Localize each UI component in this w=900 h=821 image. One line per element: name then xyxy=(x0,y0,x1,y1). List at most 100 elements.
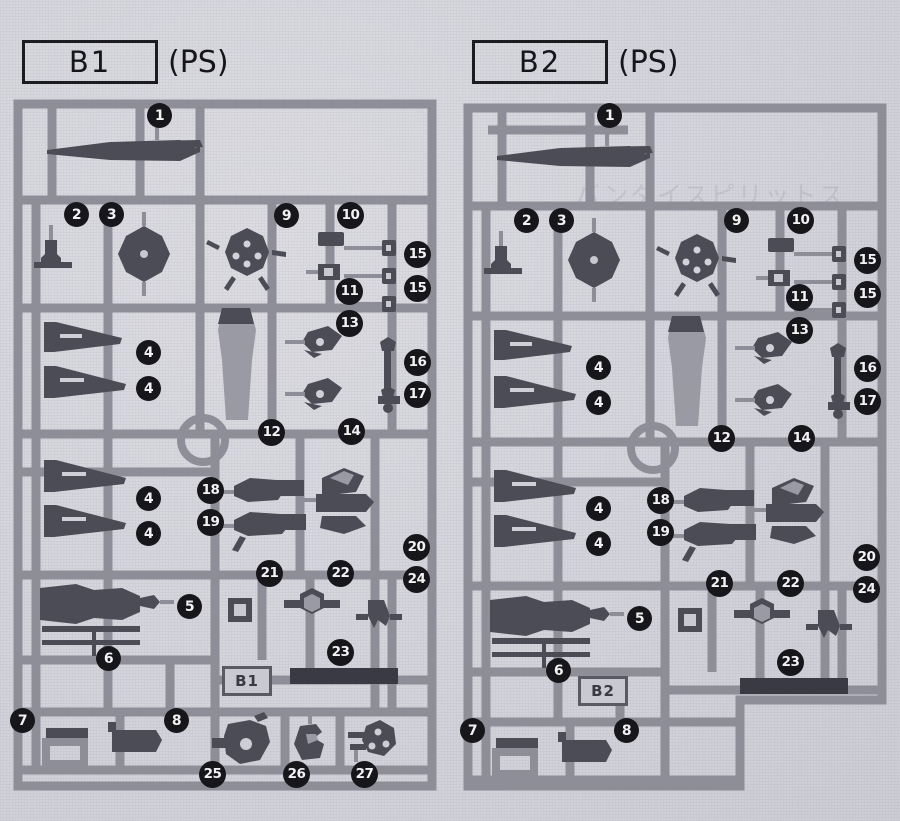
part-15-group xyxy=(832,246,846,318)
part-9-hub xyxy=(225,228,269,276)
runner-material-b2: (PS) xyxy=(618,44,679,80)
part-number-marker-b1-14: 14 xyxy=(338,418,365,445)
part-24-bracket xyxy=(806,610,852,638)
part-number-marker-b1-21: 21 xyxy=(256,560,283,587)
part-number-marker-b1-11: 11 xyxy=(336,278,363,305)
part-number-marker-b1-19: 19 xyxy=(197,509,224,536)
part-number-marker-b1-12: 12 xyxy=(258,419,285,446)
part-number-marker-b2-18: 18 xyxy=(647,487,674,514)
part-19 xyxy=(234,512,292,536)
part-13-claw-a xyxy=(302,326,342,358)
part-number-marker-b1-17: 17 xyxy=(404,381,431,408)
part-25 xyxy=(212,712,270,764)
part-8-block xyxy=(108,722,162,752)
part-number-marker-b1-13: 13 xyxy=(336,310,363,337)
part-number-marker-b2-4: 4 xyxy=(586,496,611,521)
part-ring xyxy=(627,422,679,474)
part-number-marker-b1-16: 16 xyxy=(404,349,431,376)
part-18 xyxy=(234,478,286,502)
part-number-marker-b2-3: 3 xyxy=(549,208,574,233)
part-number-marker-b2-15: 15 xyxy=(854,247,881,274)
part-number-marker-b2-7: 7 xyxy=(460,718,485,743)
part-23-bar xyxy=(290,668,398,684)
part-2 xyxy=(41,240,61,268)
part-number-marker-b2-8: 8 xyxy=(614,718,639,743)
part-3-disc xyxy=(568,232,620,288)
part-number-marker-b1-4: 4 xyxy=(136,376,161,401)
part-number-marker-b2-16: 16 xyxy=(854,355,881,382)
part-18 xyxy=(684,488,736,512)
part-number-marker-b1-22: 22 xyxy=(327,560,354,587)
part-23-bar xyxy=(740,678,848,694)
part-13-claw-a xyxy=(752,332,792,364)
part-15-group xyxy=(382,240,396,312)
runner-header-b2: B2 (PS) xyxy=(472,40,679,84)
part-26 xyxy=(294,714,324,760)
part-number-marker-b1-9: 9 xyxy=(274,203,299,228)
part-22-connector xyxy=(284,588,340,614)
part-19 xyxy=(684,522,742,546)
part-7-block xyxy=(42,728,88,768)
part-number-marker-b2-22: 22 xyxy=(777,570,804,597)
part-12-cone xyxy=(668,316,706,426)
runner-material-b1: (PS) xyxy=(168,44,229,80)
part-number-marker-b2-1: 1 xyxy=(597,103,622,128)
runner-tag-b1: B1 xyxy=(222,666,272,696)
runner-tag-b2: B2 xyxy=(578,676,628,706)
part-number-marker-b2-15: 15 xyxy=(854,281,881,308)
part-21-clamp xyxy=(678,608,702,632)
part-6-rods xyxy=(42,626,140,662)
part-number-marker-b1-5: 5 xyxy=(177,594,202,619)
part-number-marker-b1-23: 23 xyxy=(327,639,354,666)
part-number-marker-b1-4: 4 xyxy=(136,521,161,546)
part-number-marker-b2-14: 14 xyxy=(788,425,815,452)
part-number-marker-b2-9: 9 xyxy=(724,208,749,233)
part-number-marker-b1-3: 3 xyxy=(99,202,124,227)
part-8-block xyxy=(558,732,612,762)
part-number-marker-b1-15: 15 xyxy=(404,275,431,302)
part-number-marker-b1-18: 18 xyxy=(197,477,224,504)
part-14-wing xyxy=(766,478,824,544)
part-4-fins xyxy=(494,330,576,547)
part-16-17-linkage xyxy=(828,343,850,419)
part-number-marker-b1-20: 20 xyxy=(403,534,430,561)
part-number-marker-b2-19: 19 xyxy=(647,519,674,546)
part-number-marker-b2-13: 13 xyxy=(786,317,813,344)
part-number-marker-b2-20: 20 xyxy=(853,544,880,571)
part-number-marker-b1-8: 8 xyxy=(164,708,189,733)
part-number-marker-b2-4: 4 xyxy=(586,390,611,415)
part-5-nozzle xyxy=(40,584,174,624)
part-number-marker-b1-7: 7 xyxy=(10,708,35,733)
part-7-block xyxy=(492,738,538,778)
part-number-marker-b2-6: 6 xyxy=(546,658,571,683)
part-2 xyxy=(491,246,511,274)
part-10 xyxy=(768,238,794,252)
part-number-marker-b1-4: 4 xyxy=(136,340,161,365)
part-number-marker-b1-1: 1 xyxy=(147,103,172,128)
part-number-marker-b1-15: 15 xyxy=(404,241,431,268)
part-number-marker-b2-4: 4 xyxy=(586,531,611,556)
part-number-marker-b2-12: 12 xyxy=(708,425,735,452)
part-3-disc xyxy=(118,226,170,282)
part-number-marker-b2-23: 23 xyxy=(777,649,804,676)
part-number-marker-b2-21: 21 xyxy=(706,570,733,597)
part-number-marker-b1-26: 26 xyxy=(283,761,310,788)
part-number-marker-b1-4: 4 xyxy=(136,486,161,511)
part-27 xyxy=(348,720,396,762)
part-number-marker-b1-24: 24 xyxy=(403,566,430,593)
part-22-connector xyxy=(734,598,790,624)
part-12-cone xyxy=(218,308,256,420)
part-4-fins xyxy=(44,322,126,537)
runner-header-b1: B1 (PS) xyxy=(22,40,229,84)
part-5-nozzle xyxy=(490,596,624,636)
part-21-clamp xyxy=(228,598,252,622)
part-number-marker-b2-5: 5 xyxy=(627,606,652,631)
parts-b2 xyxy=(484,131,852,778)
runner-code-plate-b1: B1 xyxy=(22,40,158,84)
part-9-hub xyxy=(675,234,719,282)
part-13-claw-b xyxy=(752,384,792,416)
part-number-marker-b2-10: 10 xyxy=(787,207,814,234)
